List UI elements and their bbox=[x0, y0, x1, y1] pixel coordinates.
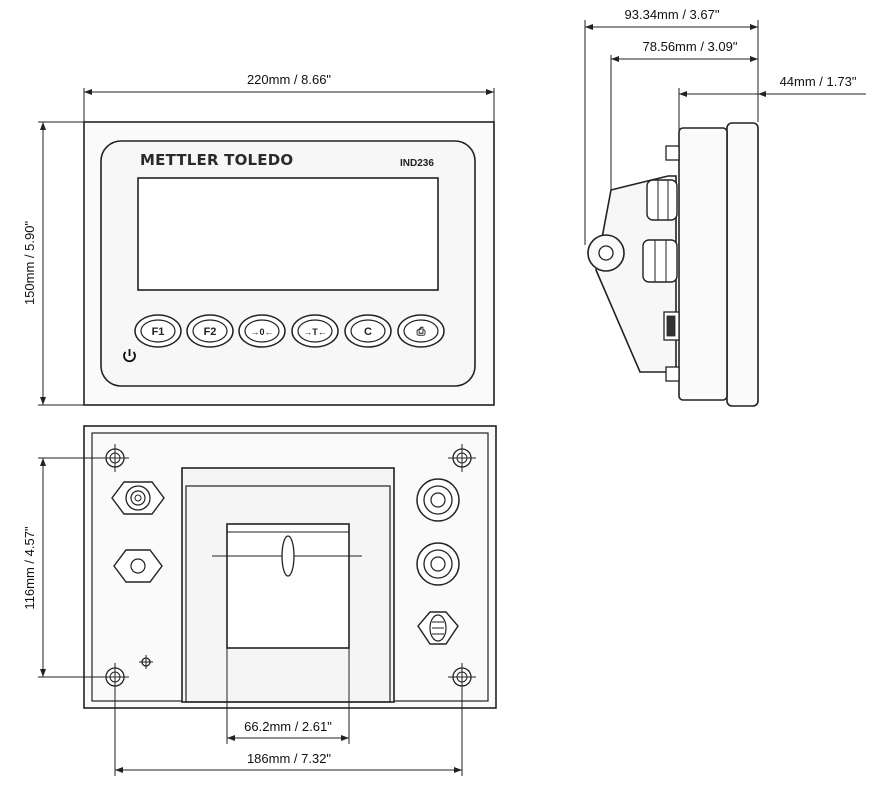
dimension-label-rear-mount-width: 66.2mm / 2.61" bbox=[244, 719, 332, 734]
dimension-side-body-depth: 44mm / 1.73" bbox=[678, 74, 866, 130]
print-key[interactable]: ⎙ bbox=[397, 314, 445, 348]
dimension-side-total-depth: 93.34mm / 3.67" bbox=[584, 7, 759, 245]
side-screw-top bbox=[665, 145, 680, 161]
pivot-knob[interactable] bbox=[587, 234, 625, 272]
dimension-label-rear-hole-horizontal: 186mm / 7.32" bbox=[247, 751, 331, 766]
rear-view: 116mm / 4.57" 66.2mm / 2.61" 186mm / 7.3… bbox=[22, 425, 497, 776]
dimension-label-side-total-depth: 93.34mm / 3.67" bbox=[625, 7, 720, 22]
display-window bbox=[137, 177, 439, 291]
f1-key[interactable]: F1 bbox=[134, 314, 182, 348]
clear-key[interactable]: C bbox=[344, 314, 392, 348]
mount-slot bbox=[281, 535, 295, 577]
front-view: 220mm / 8.66" 150mm / 5.90" METTLER TOLE… bbox=[22, 72, 495, 406]
dimension-front-height: 150mm / 5.90" bbox=[22, 121, 84, 406]
dimension-label-rear-hole-vertical: 116mm / 4.57" bbox=[22, 526, 37, 610]
side-cable-gland-lower bbox=[642, 239, 678, 283]
mounting-hole-bottom-right bbox=[448, 663, 476, 691]
side-connector bbox=[663, 311, 680, 341]
rear-cable-gland-left-lower bbox=[113, 549, 163, 583]
f2-key[interactable]: F2 bbox=[186, 314, 234, 348]
dimension-front-width: 220mm / 8.66" bbox=[83, 72, 495, 122]
dimension-label-front-height: 150mm / 5.90" bbox=[22, 221, 37, 305]
power-icon[interactable] bbox=[123, 349, 136, 363]
brand-logo-text: METTLER TOLEDO bbox=[140, 151, 293, 169]
keypad: F1 F2 →0← →T← C bbox=[134, 314, 445, 348]
dimension-rear-mount-width: 66.2mm / 2.61" bbox=[226, 648, 350, 744]
mounting-hole-top-left bbox=[101, 444, 129, 472]
mounting-hole-top-right bbox=[448, 444, 476, 472]
clear-key-label: C bbox=[364, 326, 372, 338]
tare-key-label: →T← bbox=[303, 327, 327, 337]
rear-vent-plug bbox=[417, 611, 459, 645]
ground-symbol-icon bbox=[139, 655, 153, 669]
zero-key[interactable]: →0← bbox=[238, 314, 286, 348]
dimension-rear-hole-horizontal: 186mm / 7.32" bbox=[114, 686, 463, 776]
dimension-rear-hole-vertical: 116mm / 4.57" bbox=[22, 457, 106, 678]
dimension-side-bracket-depth: 78.56mm / 3.09" bbox=[610, 39, 758, 190]
model-label: IND236 bbox=[400, 158, 434, 169]
dimension-label-side-bracket-depth: 78.56mm / 3.09" bbox=[643, 39, 738, 54]
side-bezel bbox=[726, 122, 759, 407]
tare-key[interactable]: →T← bbox=[291, 314, 339, 348]
f1-key-label: F1 bbox=[152, 326, 165, 338]
f2-key-label: F2 bbox=[204, 326, 217, 338]
side-screw-bottom bbox=[665, 366, 680, 382]
print-key-label: ⎙ bbox=[416, 325, 426, 338]
side-cable-gland-upper bbox=[646, 179, 678, 221]
dimension-label-side-body-depth: 44mm / 1.73" bbox=[780, 74, 857, 89]
rear-cable-gland-right-upper bbox=[416, 478, 460, 522]
side-body bbox=[678, 127, 728, 401]
rear-cable-gland-right-middle bbox=[416, 542, 460, 586]
rear-cable-gland-left-upper bbox=[111, 481, 165, 515]
dimension-label-front-width: 220mm / 8.66" bbox=[247, 72, 331, 87]
side-view: 93.34mm / 3.67" 78.56mm / 3.09" 44mm / 1… bbox=[584, 7, 866, 407]
zero-key-label: →0← bbox=[250, 327, 273, 337]
